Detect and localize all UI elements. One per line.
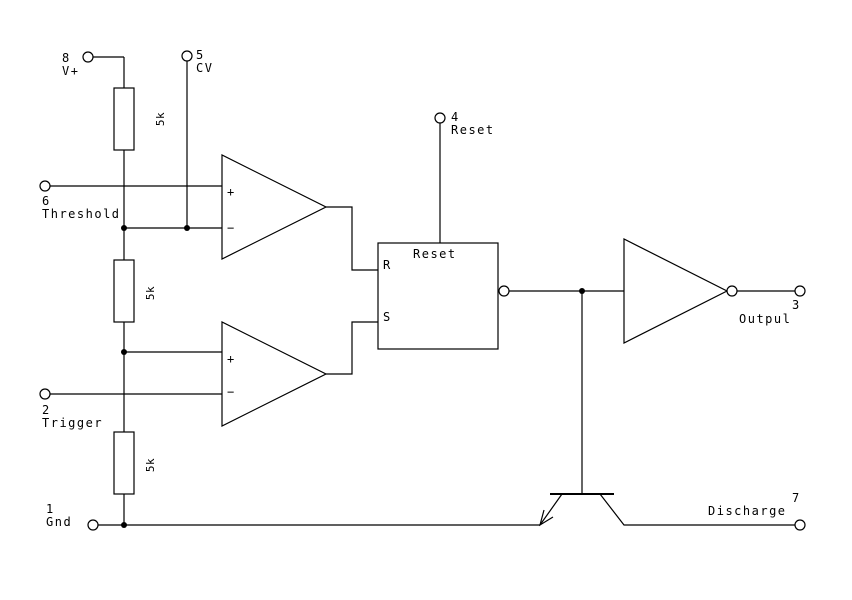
resistor-1 bbox=[113, 87, 135, 151]
pin-gnd-terminal bbox=[87, 519, 99, 531]
pin-gnd-number: 1 bbox=[46, 502, 55, 516]
upper-comparator-minus: − bbox=[227, 221, 236, 235]
pin-threshold-label: Threshold bbox=[42, 207, 121, 221]
pin-discharge-terminal bbox=[794, 519, 806, 531]
pin-trigger-number: 2 bbox=[42, 403, 51, 417]
pin-vplus-number: 8 bbox=[62, 51, 71, 65]
pin-reset-label: Reset bbox=[451, 123, 495, 137]
junctions bbox=[121, 225, 585, 528]
pin-reset-number: 4 bbox=[451, 110, 460, 124]
pin-discharge-label: Discharge bbox=[708, 504, 787, 518]
upper-comparator-plus: + bbox=[227, 185, 236, 199]
flipflop-input-r: R bbox=[383, 258, 392, 272]
lower-comparator-plus: + bbox=[227, 352, 236, 366]
wires bbox=[50, 56, 795, 526]
pin-threshold-number: 6 bbox=[42, 194, 51, 208]
pin-vplus-terminal bbox=[82, 51, 94, 63]
inverter-bubble bbox=[726, 285, 738, 297]
emitter-arrow bbox=[539, 509, 554, 527]
resistor-1-label: 5k bbox=[154, 112, 167, 126]
upper-comparator bbox=[221, 154, 328, 260]
pin-discharge-number: 7 bbox=[792, 491, 801, 505]
pin-threshold-terminal bbox=[39, 180, 51, 192]
pin-output-label: Outpul bbox=[739, 312, 791, 326]
pin-output-number: 3 bbox=[792, 298, 801, 312]
resistor-3-label: 5k bbox=[144, 458, 157, 472]
lower-comparator bbox=[221, 321, 328, 427]
pin-output-terminal bbox=[794, 285, 806, 297]
flipflop-box bbox=[377, 242, 499, 350]
pin-trigger-label: Trigger bbox=[42, 416, 103, 430]
pin-cv-label: CV bbox=[196, 61, 213, 75]
pin-cv-terminal bbox=[181, 50, 193, 62]
pin-trigger-terminal bbox=[39, 388, 51, 400]
lower-comparator-minus: − bbox=[227, 385, 236, 399]
resistor-3 bbox=[113, 431, 135, 495]
flipflop-input-s: S bbox=[383, 310, 392, 324]
output-inverter bbox=[623, 238, 729, 344]
pin-vplus-label: V+ bbox=[62, 64, 79, 78]
pin-cv-number: 5 bbox=[196, 48, 205, 62]
flipflop-title: Reset bbox=[413, 247, 457, 261]
pin-gnd-label: Gnd bbox=[46, 515, 72, 529]
pin-reset-terminal bbox=[434, 112, 446, 124]
resistor-2 bbox=[113, 259, 135, 323]
resistor-2-label: 5k bbox=[144, 286, 157, 300]
flipflop-output-bubble bbox=[498, 285, 510, 297]
